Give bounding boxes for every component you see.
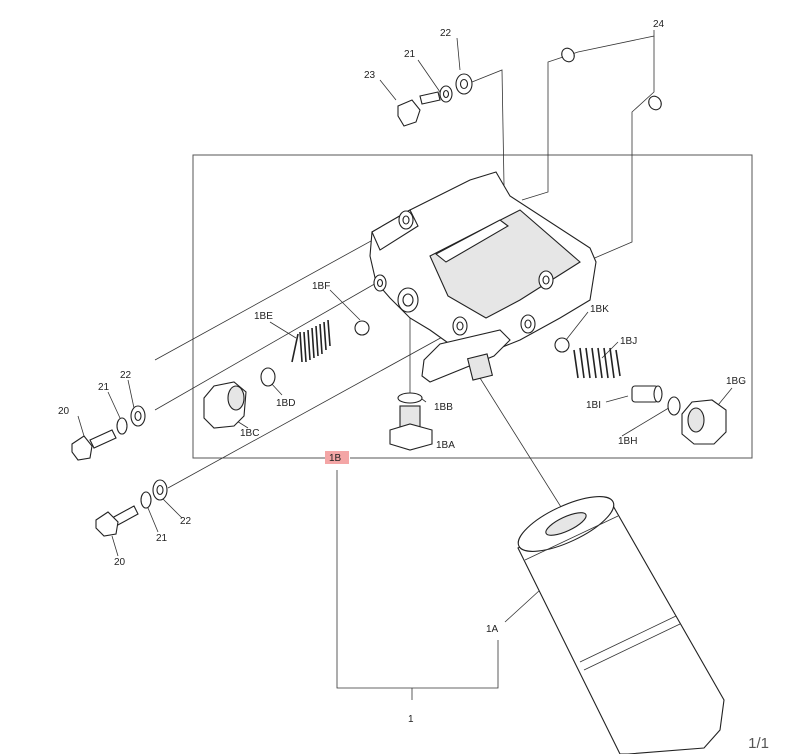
label-1: 1 — [408, 714, 414, 725]
page-indicator: 1/1 — [748, 735, 769, 752]
label-1A: 1A — [486, 624, 499, 635]
washer-21-top — [439, 85, 453, 103]
label-22-left: 22 — [120, 370, 132, 381]
fitting-1BA — [389, 405, 433, 451]
o-ring-1BH — [667, 396, 681, 416]
o-ring-24-a — [561, 47, 575, 63]
o-ring-1BB — [397, 392, 423, 404]
bolt-20-lower — [95, 505, 139, 537]
washer-21-left — [116, 417, 128, 435]
label-1BG: 1BG — [726, 376, 746, 387]
label-22-lower: 22 — [180, 516, 192, 527]
plug-1BC — [203, 381, 247, 429]
washer-22-top — [455, 73, 473, 95]
spring-1BJ — [573, 347, 621, 379]
label-1BK: 1BK — [590, 304, 609, 315]
plug-1BG — [681, 399, 727, 445]
label-21-lower: 21 — [156, 533, 168, 544]
piston-1BI — [631, 385, 663, 403]
washer-22-left — [130, 405, 146, 427]
label-20-lower: 20 — [114, 557, 126, 568]
label-21-top: 21 — [404, 49, 416, 60]
ball-1BF — [354, 320, 370, 336]
filter-1A — [517, 496, 725, 754]
ball-1BK — [554, 337, 570, 353]
assembly-frame — [192, 154, 753, 459]
washer-22-lower — [152, 479, 168, 501]
spring-1BE — [291, 319, 331, 363]
bolt-23 — [397, 91, 441, 127]
label-1BA: 1BA — [436, 440, 455, 451]
label-20-left: 20 — [58, 406, 70, 417]
label-1BJ: 1BJ — [620, 336, 637, 347]
o-ring-1BD — [260, 367, 276, 387]
label-1BC: 1BC — [240, 428, 259, 439]
label-1BI: 1BI — [586, 400, 601, 411]
label-1BH: 1BH — [618, 436, 637, 447]
label-24: 24 — [653, 19, 665, 30]
label-1B-highlight — [325, 451, 349, 464]
label-1BF: 1BF — [312, 281, 330, 292]
label-1BB: 1BB — [434, 402, 453, 413]
label-1B: 1B — [329, 453, 342, 464]
label-1BE: 1BE — [254, 311, 273, 322]
label-21-left: 21 — [98, 382, 110, 393]
label-22-top: 22 — [440, 28, 452, 39]
o-ring-24-b — [648, 95, 662, 111]
label-1BD: 1BD — [276, 398, 295, 409]
label-23: 23 — [364, 70, 376, 81]
washer-21-lower — [140, 491, 152, 509]
part-labels: 24 22 21 23 1BF 1BE 1BD 1BC 1BB 1BA 1BK … — [58, 19, 746, 725]
filter-head-bracket — [369, 171, 597, 383]
leader-lines — [77, 30, 733, 700]
bolt-20-left — [71, 429, 117, 461]
